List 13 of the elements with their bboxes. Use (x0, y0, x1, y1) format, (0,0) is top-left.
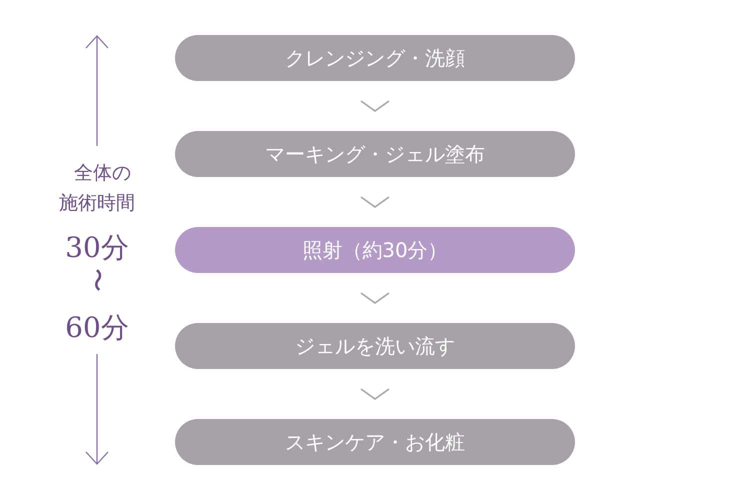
duration-label: 60分 (64, 310, 130, 346)
step-box: クレンジング・洗顔 (175, 35, 575, 81)
step-box: スキンケア・お化粧 (175, 419, 575, 465)
chevron-arrow (360, 196, 390, 208)
duration-label: 30分 (64, 230, 130, 266)
step-box: 照射（約30分） (175, 227, 575, 273)
chevron-arrow (360, 292, 390, 304)
chevron-arrow (360, 100, 390, 112)
step-box: マーキング・ジェル塗布 (175, 131, 575, 177)
step-box: ジェルを洗い流す (175, 323, 575, 369)
duration-caption: 全体の施術時間 (58, 161, 136, 216)
chevron-arrow (360, 388, 390, 400)
duration-label: 〜 (85, 268, 109, 292)
